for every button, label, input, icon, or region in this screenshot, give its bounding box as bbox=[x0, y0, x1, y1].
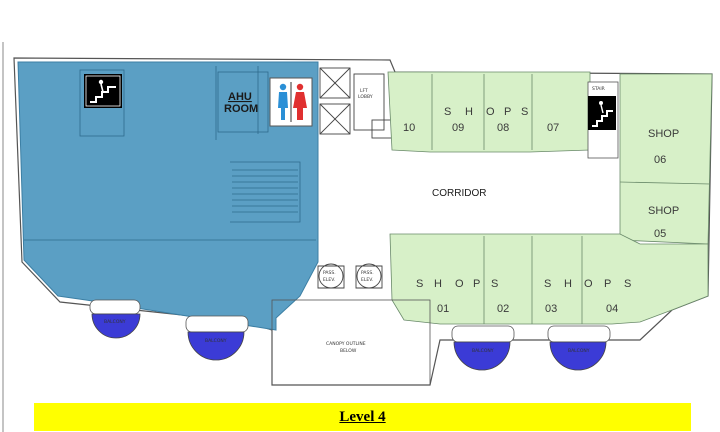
shop-01-number: 01 bbox=[437, 303, 449, 315]
shop-02-number: 02 bbox=[497, 303, 509, 315]
top-shop-dividers bbox=[431, 74, 533, 150]
bottom-shops-letters-left: S H O P S bbox=[416, 278, 498, 290]
svg-text:O: O bbox=[486, 106, 495, 118]
balcony-4: BALCONY bbox=[547, 325, 611, 371]
lift-label: LFT bbox=[360, 88, 368, 94]
lift-lobby-label: LOBBY bbox=[358, 94, 373, 100]
level-label: Level 4 bbox=[339, 408, 386, 425]
svg-text:BALCONY: BALCONY bbox=[568, 348, 590, 354]
bottom-shops-letters-right: S H O P S bbox=[544, 278, 631, 290]
green-zone-bottom-shops bbox=[389, 233, 709, 325]
canopy-label-line2: BELOW bbox=[340, 348, 357, 354]
bottom-shop-dividers bbox=[483, 236, 583, 324]
stair-icon-right bbox=[587, 81, 619, 159]
lift-core bbox=[319, 67, 393, 139]
canopy-outline bbox=[271, 299, 431, 386]
svg-text:H: H bbox=[564, 278, 572, 290]
balcony-1: BALCONY bbox=[89, 299, 141, 339]
shop-06-number: 06 bbox=[654, 154, 666, 166]
ahu-room-label: ROOM bbox=[224, 103, 258, 115]
balcony-3: BALCONY bbox=[451, 325, 515, 371]
pass-elev-right-line2: ELEV. bbox=[361, 277, 373, 283]
shop-09-number: 09 bbox=[452, 122, 464, 134]
svg-text:P: P bbox=[604, 278, 611, 290]
green-zone-top-shops bbox=[387, 71, 591, 153]
svg-text:P: P bbox=[504, 106, 511, 118]
shop-07-number: 07 bbox=[547, 122, 559, 134]
svg-text:S: S bbox=[521, 106, 528, 118]
restroom-icon bbox=[269, 77, 313, 127]
svg-text:BALCONY: BALCONY bbox=[205, 338, 227, 344]
svg-text:O: O bbox=[455, 278, 464, 290]
level-banner: Level 4 bbox=[34, 403, 691, 431]
svg-text:S: S bbox=[416, 278, 423, 290]
stair-icon bbox=[84, 74, 122, 108]
svg-text:BALCONY: BALCONY bbox=[104, 319, 126, 325]
canopy-label-line1: CANOPY OUTLINE bbox=[326, 341, 366, 347]
svg-text:P: P bbox=[473, 278, 480, 290]
pass-elev-left-line2: ELEV. bbox=[323, 277, 335, 283]
blue-zone-hall bbox=[17, 61, 319, 331]
pass-elev-left-line1: PASS. bbox=[323, 270, 336, 276]
shop-05-word: SHOP bbox=[648, 205, 679, 217]
right-shop-divider bbox=[619, 181, 711, 185]
balcony-2: BALCONY bbox=[185, 315, 249, 361]
shop-08-number: 08 bbox=[497, 122, 509, 134]
svg-text:BALCONY: BALCONY bbox=[472, 348, 494, 354]
hall-details bbox=[24, 66, 316, 241]
svg-text:S: S bbox=[544, 278, 551, 290]
svg-text:S: S bbox=[624, 278, 631, 290]
shop-06-word: SHOP bbox=[648, 128, 679, 140]
shop-04-number: 04 bbox=[606, 303, 618, 315]
svg-text:S: S bbox=[491, 278, 498, 290]
corridor-label: CORRIDOR bbox=[432, 188, 486, 199]
ahu-label: AHU bbox=[228, 91, 252, 103]
ahu-room-box bbox=[217, 71, 269, 133]
shop-10-number: 10 bbox=[403, 122, 415, 134]
svg-text:O: O bbox=[584, 278, 593, 290]
svg-text:S: S bbox=[444, 106, 451, 118]
stair-label-right: STAIR bbox=[592, 86, 605, 92]
top-shops-letters: S H O P S bbox=[444, 106, 528, 118]
shop-05-number: 05 bbox=[654, 228, 666, 240]
svg-text:H: H bbox=[434, 278, 442, 290]
svg-text:H: H bbox=[465, 106, 473, 118]
shop-03-number: 03 bbox=[545, 303, 557, 315]
pass-elev-right-line1: PASS. bbox=[361, 270, 374, 276]
passenger-elevators bbox=[317, 263, 383, 289]
